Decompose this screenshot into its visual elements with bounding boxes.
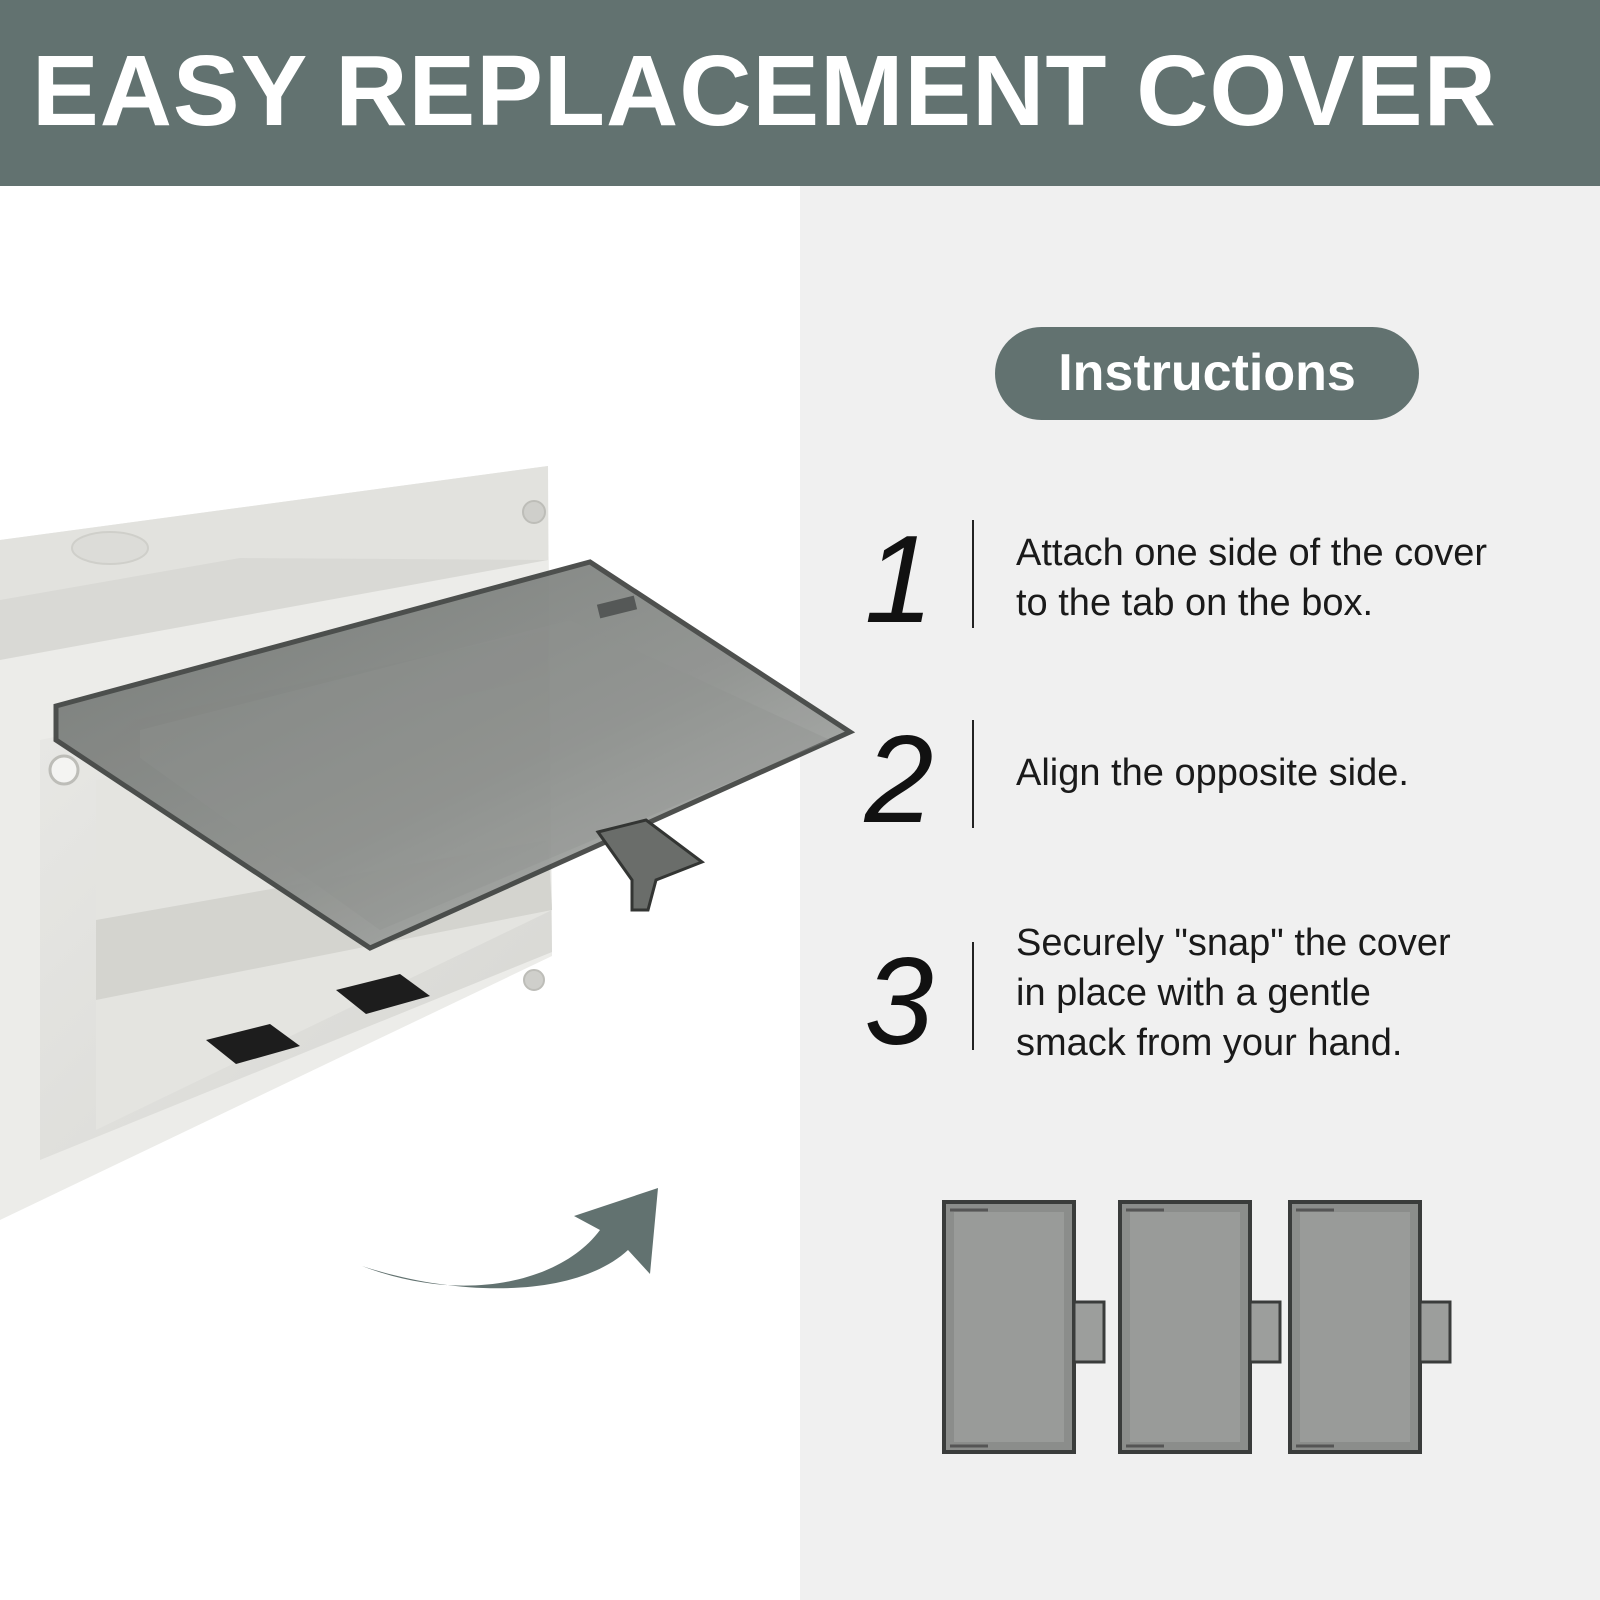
cover-latch [595, 818, 706, 912]
product-photo [0, 466, 856, 1220]
screw-hole-icon [522, 500, 546, 524]
step-divider [972, 720, 974, 828]
step-divider [972, 942, 974, 1050]
box-side [0, 558, 548, 660]
step-text: Securely "snap" the cover in place with … [1016, 922, 1451, 1064]
replacement-cover-thumbnails [942, 1200, 1452, 1454]
cover-latch-slot [596, 595, 638, 619]
step-divider [972, 520, 974, 628]
header-banner: EASY REPLACEMENT COVER [0, 0, 1600, 186]
replacement-cover-1 [942, 1200, 1106, 1454]
step-text: Align the opposite side. [1016, 752, 1409, 794]
curved-arrow-icon [362, 1188, 658, 1289]
replacement-cover-2 [1118, 1200, 1282, 1454]
outlet-tab [206, 1024, 300, 1064]
instructions-heading: Instructions [995, 327, 1419, 420]
hinge-pin-icon [48, 754, 80, 786]
screw-hole-icon [523, 969, 545, 991]
instruction-step-2: 2 Align the opposite side. [840, 718, 1580, 842]
knockout-circle [71, 531, 149, 565]
outlet-tab [336, 974, 430, 1014]
step-text: Attach one side of the cover to the tab … [1016, 532, 1488, 624]
step-number: 2 [864, 711, 934, 849]
instruction-step-1: 1 Attach one side of the cover to the ta… [840, 518, 1580, 642]
cover-inner-panel [140, 620, 830, 930]
instruction-step-3: 3 Securely "snap" the cover in place wit… [840, 922, 1580, 1064]
replacement-cover-3 [1288, 1200, 1452, 1454]
step-number: 3 [864, 933, 934, 1071]
page-title: EASY REPLACEMENT COVER [32, 35, 1497, 147]
step-number: 1 [864, 511, 934, 649]
